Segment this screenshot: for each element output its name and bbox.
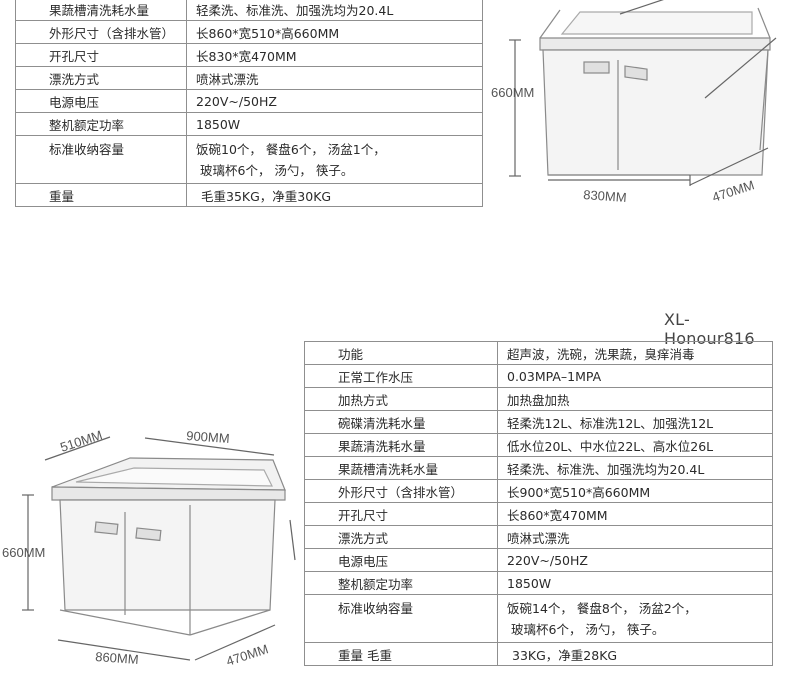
capacity-line-2: 玻璃杯6个， 汤勺， 筷子。 [200,163,354,178]
spec-value: 轻柔洗、标准洗、加强洗均为20.4L [497,456,773,480]
spec-value: 低水位20L、中水位22L、高水位26L [497,433,773,457]
table-row: 功能 超声波，洗碗，洗果蔬，臭痒消毒 [304,341,773,365]
table-row: 漂洗方式 喷淋式漂洗 [15,66,483,90]
spec-value: 轻柔洗、标准洗、加强洗均为20.4L [186,0,483,21]
spec-label: 果蔬槽清洗耗水量 [304,456,498,480]
dim-label-width: 830MM [583,187,627,205]
dim-label-depth: 470MM [224,641,270,669]
cabinet-body [59,499,276,611]
dim-line-depth [194,624,276,661]
table-row: 标准收纳容量 饭碗14个， 餐盘8个， 汤盆2个， 玻璃杯6个， 汤勺， 筷子。 [304,594,773,643]
spec-label: 正常工作水压 [304,364,498,388]
cabinet-handle-left [583,61,610,74]
cabinet-bottom-edge [59,609,191,636]
cabinet-side-edge [759,49,769,151]
spec-label: 外形尺寸（含排水管） [304,479,498,503]
table-row: 外形尺寸（含排水管） 长860*宽510*高660MM [15,20,483,44]
spec-table-top-body: 果蔬槽清洗耗水量 轻柔洗、标准洗、加强洗均为20.4L 外形尺寸（含排水管） 长… [15,0,483,207]
cabinet-top-left-edge [539,9,561,39]
dim-label-depth-top: 510MM [58,427,104,455]
spec-label: 外形尺寸（含排水管） [15,20,187,44]
table-row: 标准收纳容量 饭碗10个， 餐盘6个， 汤盆1个， 玻璃杯6个， 汤勺， 筷子。 [15,135,483,184]
table-row: 电源电压 220V~/50HZ [304,548,773,572]
spec-value: 喷淋式漂洗 [497,525,773,549]
spec-label: 重量 毛重 [304,642,498,666]
spec-value: 加热盘加热 [497,387,773,411]
table-row: 整机额定功率 1850W [304,571,773,595]
spec-value-capacity: 饭碗14个， 餐盘8个， 汤盆2个， 玻璃杯6个， 汤勺， 筷子。 [497,594,773,643]
cabinet-handle-left [94,521,119,535]
table-row: 漂洗方式 喷淋式漂洗 [304,525,773,549]
cabinet-handle-right [624,65,648,81]
spec-value: 超声波，洗碗，洗果蔬，臭痒消毒 [497,341,773,365]
spec-value: 长830*宽470MM [186,43,483,67]
spec-value: 长860*宽470MM [497,502,773,526]
dim-line-depth-top [44,436,111,461]
table-row: 果蔬清洗耗水量 低水位20L、中水位22L、高水位26L [304,433,773,457]
dim-label-width: 860MM [95,649,139,667]
spec-value: 33KG，净重28KG [497,642,773,666]
cabinet-body [542,49,769,176]
table-row: 正常工作水压 0.03MPA–1MPA [304,364,773,388]
spec-label: 功能 [304,341,498,365]
dim-label-width-top: 900MM [186,428,230,446]
cabinet-handle-right [135,527,162,542]
dim-line-width [57,639,191,661]
cabinet-rim [51,486,286,501]
dim-line-width-top [144,437,275,456]
spec-value: 1850W [497,571,773,595]
spec-table-bottom: 功能 超声波，洗碗，洗果蔬，臭痒消毒 正常工作水压 0.03MPA–1MPA 加… [304,341,773,666]
spec-value: 220V~/50HZ [186,89,483,113]
spec-label: 电源电压 [304,548,498,572]
spec-label: 果蔬槽清洗耗水量 [15,0,187,21]
table-row: 重量 毛重 33KG，净重28KG [304,642,773,666]
spec-value: 220V~/50HZ [497,548,773,572]
table-row: 碗碟清洗耗水量 轻柔洗12L、标准洗12L、加强洗12L [304,410,773,434]
cabinet-top-right-edge [757,7,771,39]
spec-label: 加热方式 [304,387,498,411]
spec-value: 1850W [186,112,483,136]
capacity-line-1: 饭碗14个， 餐盘8个， 汤盆2个， [507,601,697,616]
cabinet-rim [539,37,771,51]
sink-basin [560,11,753,35]
spec-label: 标准收纳容量 [304,594,498,643]
table-row: 外形尺寸（含排水管） 长900*宽510*高660MM [304,479,773,503]
table-row: 果蔬槽清洗耗水量 轻柔洗、标准洗、加强洗均为20.4L [304,456,773,480]
cabinet-bottom-edge-right [189,609,271,636]
spec-table-top: 果蔬槽清洗耗水量 轻柔洗、标准洗、加强洗均为20.4L 外形尺寸（含排水管） 长… [15,0,483,207]
spec-label: 整机额定功率 [304,571,498,595]
spec-label: 漂洗方式 [304,525,498,549]
table-row: 开孔尺寸 长860*宽470MM [304,502,773,526]
dim-line-diagonal [704,37,777,99]
spec-value-capacity: 饭碗10个， 餐盘6个， 汤盆1个， 玻璃杯6个， 汤勺， 筷子。 [186,135,483,184]
spec-label: 果蔬清洗耗水量 [304,433,498,457]
dim-line-depth [689,147,769,186]
spec-value: 0.03MPA–1MPA [497,364,773,388]
table-row: 开孔尺寸 长830*宽470MM [15,43,483,67]
table-row: 整机额定功率 1850W [15,112,483,136]
table-row: 加热方式 加热盘加热 [304,387,773,411]
table-row: 重量 毛重35KG，净重30KG [15,183,483,207]
sink-basin [75,467,273,487]
spec-value: 毛重35KG，净重30KG [186,183,483,207]
table-row: 果蔬槽清洗耗水量 轻柔洗、标准洗、加强洗均为20.4L [15,0,483,21]
dim-label-height: 660MM [491,85,534,100]
spec-value: 长900*宽510*高660MM [497,479,773,503]
spec-value: 轻柔洗12L、标准洗12L、加强洗12L [497,410,773,434]
capacity-line-1: 饭碗10个， 餐盘6个， 汤盆1个， [196,142,386,157]
spec-label: 标准收纳容量 [15,135,187,184]
spec-label: 开孔尺寸 [304,502,498,526]
spec-label: 电源电压 [15,89,187,113]
spec-value: 长860*宽510*高660MM [186,20,483,44]
dim-label-height: 660MM [2,545,45,560]
spec-table-bottom-body: 功能 超声波，洗碗，洗果蔬，臭痒消毒 正常工作水压 0.03MPA–1MPA 加… [304,341,773,666]
table-row: 电源电压 220V~/50HZ [15,89,483,113]
spec-label: 碗碟清洗耗水量 [304,410,498,434]
spec-label: 重量 [15,183,187,207]
capacity-line-2: 玻璃杯6个， 汤勺， 筷子。 [511,622,665,637]
